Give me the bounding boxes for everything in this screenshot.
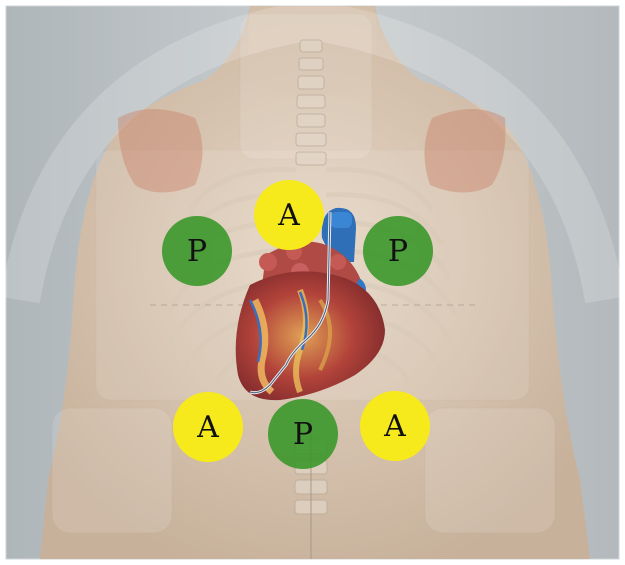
left-lower-panel xyxy=(52,408,172,533)
posterior-pad-left: P xyxy=(162,216,232,286)
marker-label: A xyxy=(197,410,219,445)
posterior-pad-bottom: P xyxy=(268,399,338,469)
marker-label: P xyxy=(293,417,313,452)
right-scapula xyxy=(424,109,505,193)
anterior-pad-top: A xyxy=(254,180,324,250)
posterior-pad-right: P xyxy=(363,216,433,286)
marker-label: P xyxy=(388,234,408,269)
right-lower-panel xyxy=(425,408,555,533)
anterior-pad-bottom-right: A xyxy=(360,391,430,461)
marker-label: A xyxy=(278,198,300,233)
marker-label: A xyxy=(384,409,406,444)
marker-label: P xyxy=(187,234,207,269)
anterior-pad-bottom-left: A xyxy=(173,392,243,462)
